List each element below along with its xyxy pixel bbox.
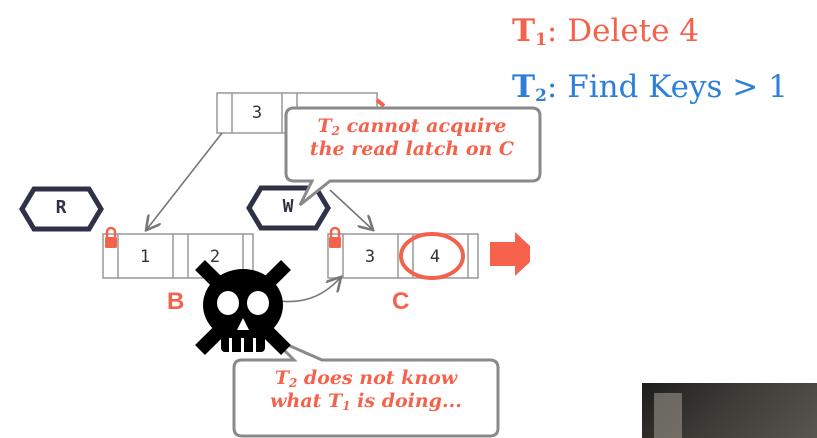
lock-icon — [329, 226, 341, 248]
legend-t1: T1: Delete 4 — [512, 16, 699, 49]
callout-unaware-text: T2 does not know what T1 is doing... — [236, 367, 496, 413]
callout-bubble-latch — [284, 106, 542, 207]
arrow-icon — [490, 232, 530, 276]
callout-bubble-unaware — [232, 336, 500, 438]
read-latch-label: R — [55, 197, 67, 218]
callout-latch-pre: T — [317, 115, 332, 137]
node-b-key-1: 1 — [139, 247, 151, 267]
legend-t1-sub: 1 — [535, 30, 547, 50]
node-c-label: C — [392, 288, 410, 315]
node-c-key-2: 4 — [429, 247, 441, 267]
skull-crossbones-icon — [195, 260, 291, 355]
node-b-key-2: 2 — [209, 247, 221, 267]
legend-t2-text: : Find Keys > 1 — [546, 69, 788, 105]
speaker-video-thumbnail — [642, 383, 817, 438]
lock-icon — [105, 226, 117, 248]
callout-unaware-line2: what T1 is doing... — [236, 390, 496, 413]
callout-latch-text: T2 cannot acquire the read latch on C — [288, 115, 536, 161]
node-c-key-1: 3 — [364, 247, 376, 267]
callout-latch-line2: the read latch on C — [309, 138, 515, 161]
legend-t2-sub: 2 — [535, 86, 547, 106]
delete-target-circle — [399, 232, 465, 280]
edge-root-to-b — [147, 132, 223, 229]
node-b — [102, 233, 254, 279]
callout-unaware-line2a: what T — [270, 390, 343, 413]
read-latch-hexagon — [19, 186, 104, 232]
edge-root-to-c — [329, 189, 372, 229]
legend-t1-label: T — [512, 13, 536, 49]
root-tick-mark — [375, 98, 386, 108]
callout-latch-line1-text: cannot acquire — [340, 115, 507, 137]
callout-unaware-line2-sub: 1 — [342, 399, 351, 414]
root-key: 3 — [251, 103, 263, 123]
callout-latch-sub: 2 — [331, 124, 340, 138]
legend-t2-label: T — [512, 69, 536, 105]
callout-unaware-line1-text: does not know — [297, 367, 458, 389]
legend-t2: T2: Find Keys > 1 — [512, 72, 788, 105]
node-b-label: B — [167, 288, 185, 315]
write-latch-label: W — [282, 196, 294, 217]
callout-unaware-sub: 2 — [288, 376, 298, 390]
legend-t1-text: : Delete 4 — [546, 13, 700, 49]
callout-unaware-line1: T2 does not know — [236, 367, 496, 390]
callout-unaware-pre: T — [274, 367, 289, 389]
callout-unaware-line2b: is doing... — [350, 390, 462, 413]
callout-latch-line1: T2 cannot acquire — [288, 115, 536, 138]
